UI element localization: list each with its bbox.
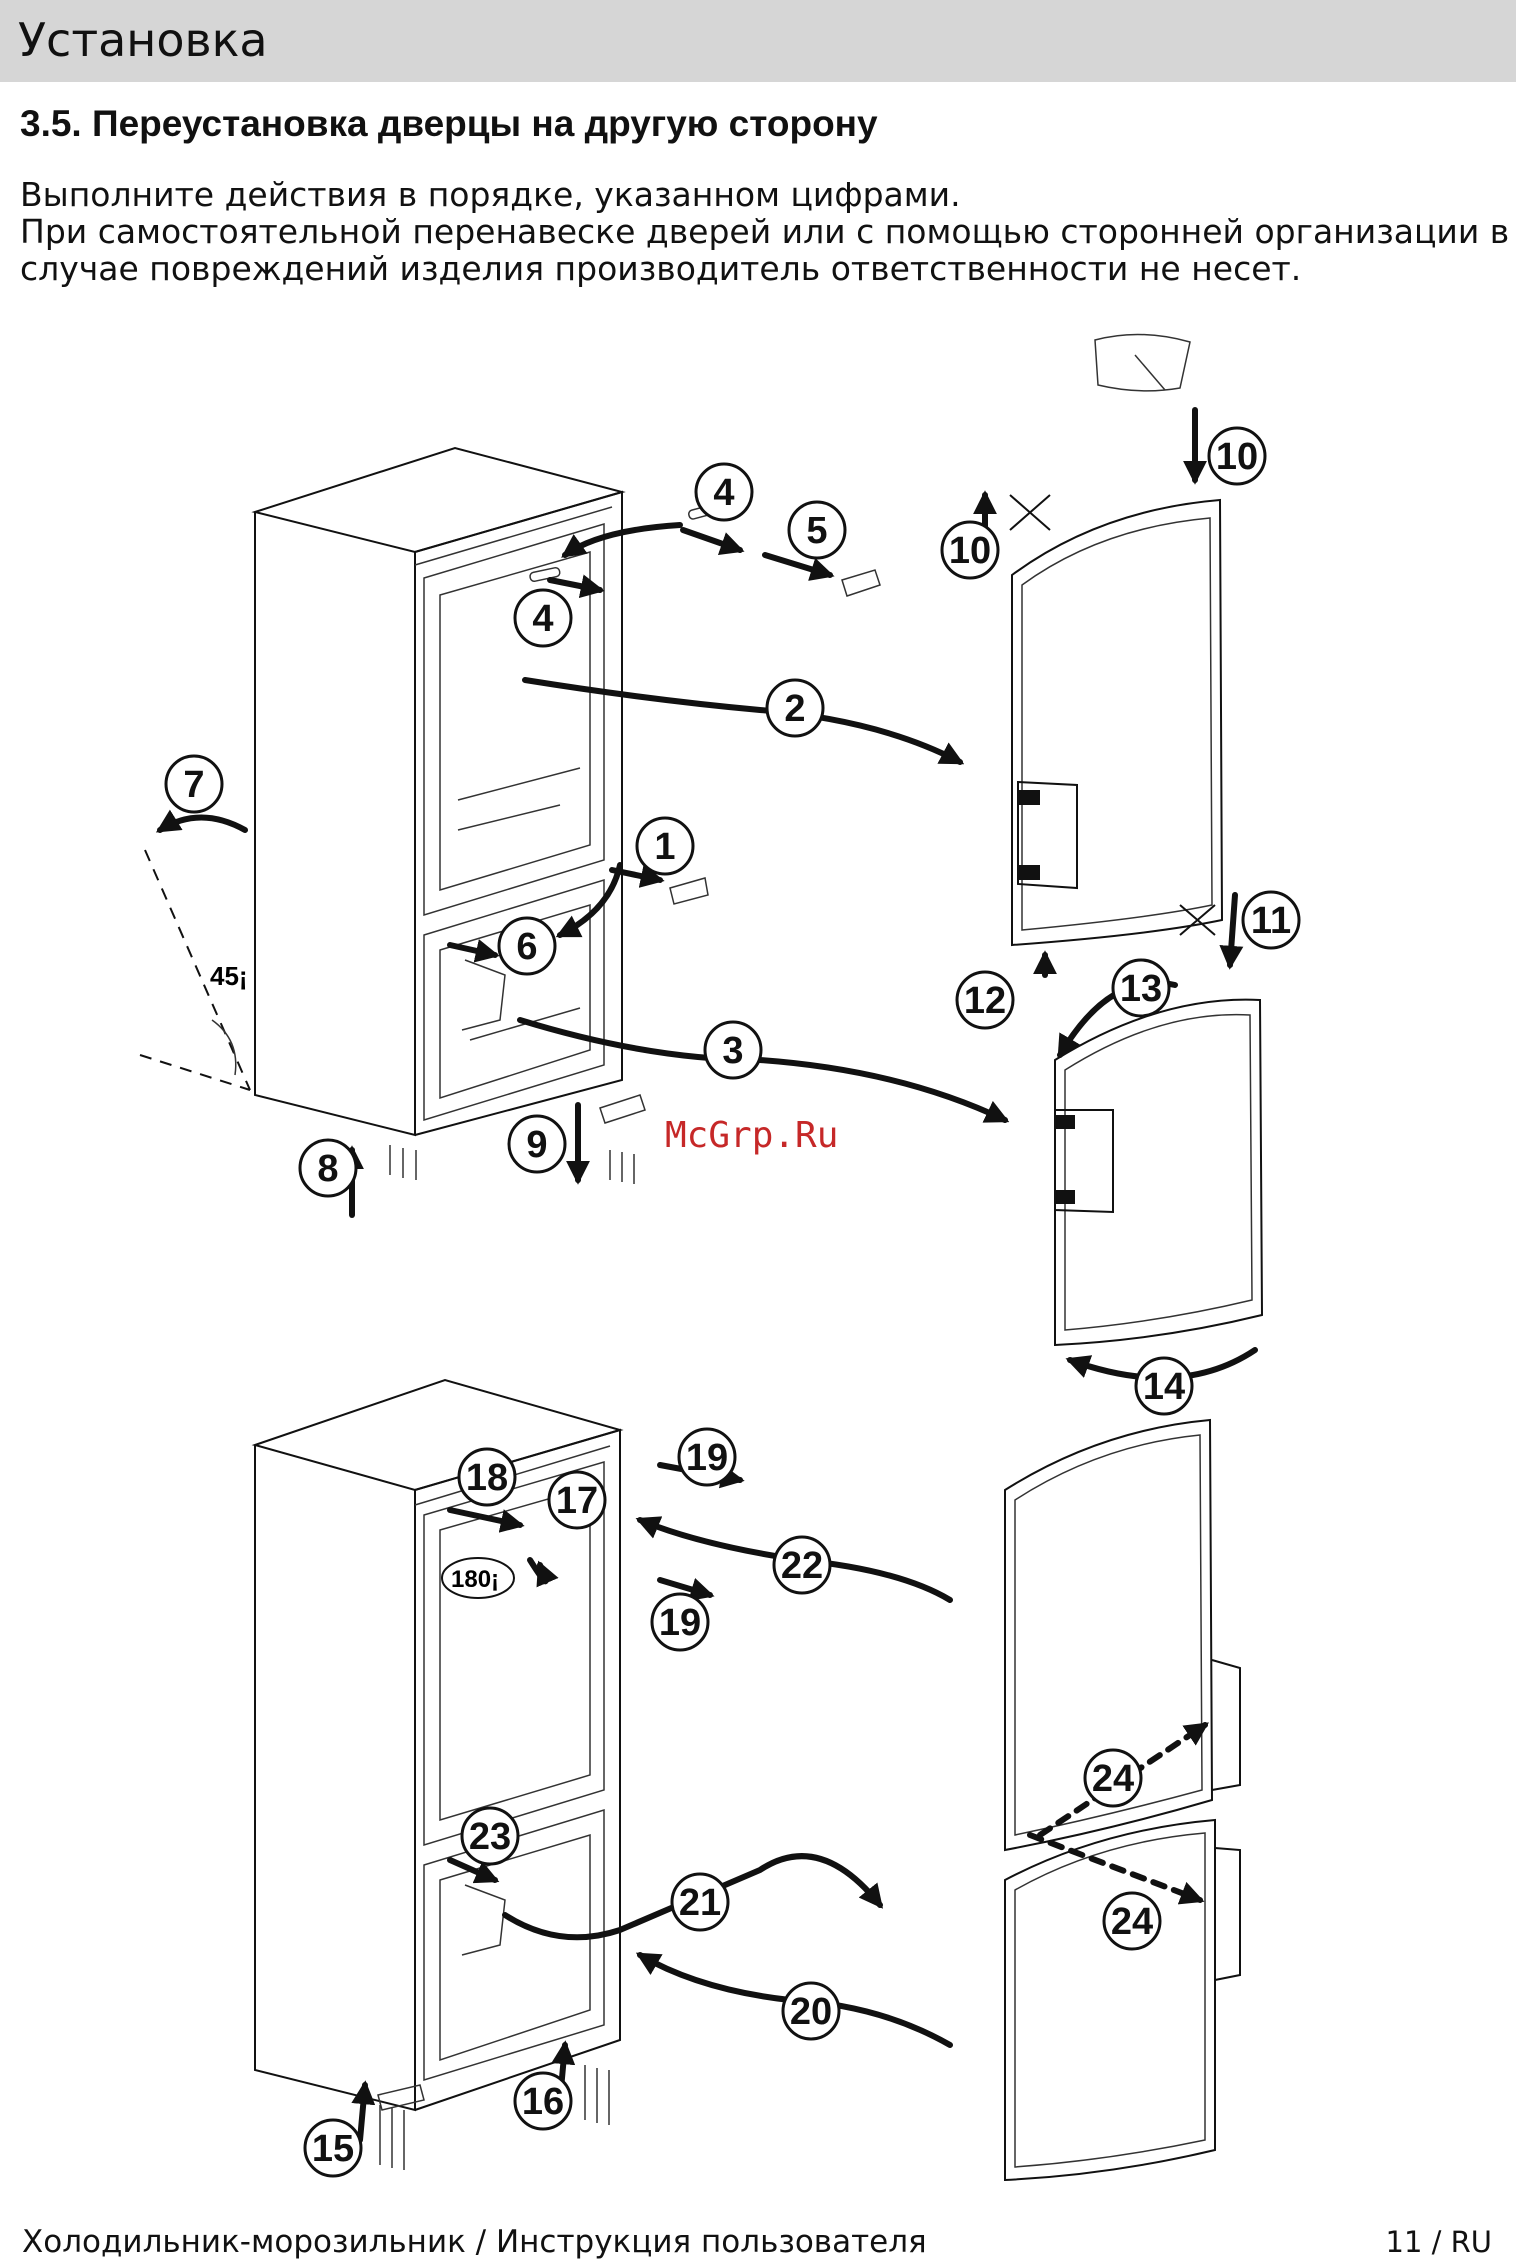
svg-text:24: 24 — [1092, 1758, 1134, 1800]
callout-16: 16 — [513, 2071, 573, 2131]
callout-24b: 24 — [1102, 1891, 1162, 1951]
rotation-label: 180¡ — [451, 1566, 499, 1593]
callout-24a: 24 — [1083, 1748, 1143, 1808]
callout-12: 12 — [955, 970, 1015, 1030]
callout-1: 1 — [635, 816, 695, 876]
callout-2: 2 — [765, 678, 825, 738]
svg-text:19: 19 — [659, 1602, 701, 1644]
bag-icon — [1094, 333, 1191, 392]
svg-text:1: 1 — [654, 826, 675, 868]
intro-text: Выполните действия в порядке, указанном … — [20, 175, 1510, 288]
svg-text:19: 19 — [686, 1437, 728, 1479]
callout-21: 21 — [670, 1872, 730, 1932]
callout-10a: 10 — [1207, 426, 1267, 486]
callout-3: 3 — [703, 1020, 763, 1080]
svg-text:8: 8 — [317, 1148, 338, 1190]
hinge-parts-top — [389, 503, 881, 1184]
bottom-fridge-cabinet: 180¡ — [251, 1378, 624, 2170]
tilt-guide: 45¡ — [139, 849, 251, 1091]
callout-19a: 19 — [677, 1427, 737, 1487]
callout-17: 17 — [547, 1470, 607, 1530]
callout-4b: 4 — [513, 588, 573, 648]
callout-18: 18 — [457, 1447, 517, 1507]
page-header-title: Установка — [18, 13, 268, 67]
svg-text:6: 6 — [516, 926, 537, 968]
svg-text:11: 11 — [1251, 900, 1291, 942]
callout-8: 8 — [298, 1138, 358, 1198]
intro-line-1: Выполните действия в порядке, указанном … — [20, 175, 961, 214]
upper-door-bottom — [1004, 1418, 1241, 1852]
callout-13: 13 — [1111, 958, 1171, 1018]
svg-text:17: 17 — [556, 1480, 598, 1522]
svg-text:16: 16 — [522, 2081, 564, 2123]
footer-title: Холодильник-морозильник / Инструкция пол… — [22, 2224, 927, 2260]
svg-text:24: 24 — [1111, 1901, 1153, 1943]
header-bar: Установка — [0, 0, 1516, 82]
watermark: McGrp.Ru — [665, 1115, 838, 1156]
angle-label: 45¡ — [210, 961, 248, 991]
callout-15: 15 — [303, 2118, 363, 2178]
svg-text:10: 10 — [1216, 436, 1258, 478]
svg-text:23: 23 — [469, 1816, 511, 1858]
svg-text:22: 22 — [781, 1545, 823, 1587]
lower-door-bottom — [1004, 1818, 1241, 2182]
svg-text:10: 10 — [949, 530, 991, 572]
callout-4a: 4 — [694, 462, 754, 522]
svg-text:15: 15 — [312, 2128, 354, 2170]
lower-door-top — [1054, 998, 1264, 1347]
section-title: 3.5. Переустановка дверцы на другую стор… — [20, 103, 878, 144]
svg-text:21: 21 — [679, 1882, 721, 1924]
page-number: 11 / RU — [1385, 2225, 1492, 2259]
callout-7: 7 — [164, 754, 224, 814]
callout-14: 14 — [1134, 1356, 1194, 1416]
svg-text:4: 4 — [532, 598, 553, 640]
svg-text:4: 4 — [713, 472, 734, 514]
callout-6: 6 — [497, 916, 557, 976]
svg-text:5: 5 — [806, 510, 827, 552]
callout-5: 5 — [787, 500, 847, 560]
top-fridge-cabinet — [251, 446, 626, 1137]
svg-text:9: 9 — [526, 1124, 547, 1166]
svg-text:3: 3 — [722, 1030, 743, 1072]
callout-11: 11 — [1241, 890, 1301, 950]
svg-text:14: 14 — [1143, 1366, 1185, 1408]
door-reversal-diagram: 45¡ — [139, 333, 1301, 2182]
svg-text:18: 18 — [466, 1457, 508, 1499]
upper-door-top — [1011, 498, 1224, 947]
intro-line-2: При самостоятельной перенавеске дверей и… — [20, 212, 1510, 251]
callout-20: 20 — [781, 1981, 841, 2041]
svg-text:13: 13 — [1120, 968, 1162, 1010]
callout-23: 23 — [460, 1806, 520, 1866]
svg-text:12: 12 — [964, 980, 1006, 1022]
callout-10b: 10 — [940, 520, 1000, 580]
callout-22: 22 — [772, 1535, 832, 1595]
rotation-badge — [441, 1557, 515, 1599]
svg-text:7: 7 — [183, 764, 204, 806]
intro-line-3: случае повреждений изделия производитель… — [20, 249, 1302, 288]
callout-9: 9 — [507, 1114, 567, 1174]
callout-19b: 19 — [650, 1592, 710, 1652]
svg-text:2: 2 — [784, 688, 805, 730]
svg-text:20: 20 — [790, 1991, 832, 2033]
